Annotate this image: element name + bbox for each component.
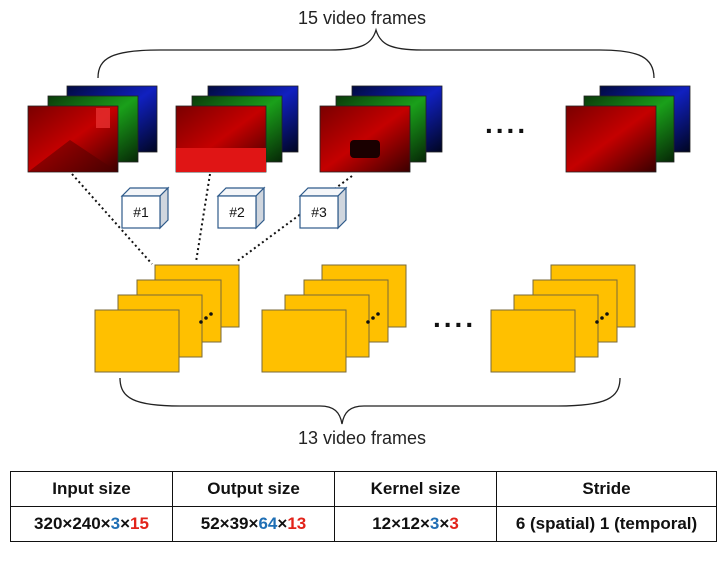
input-ellipsis: .... — [485, 108, 529, 139]
stack-ellipsis — [595, 312, 609, 324]
header-kernel-size: Kernel size — [334, 471, 497, 507]
feature-map-stack-1 — [94, 264, 240, 373]
kernel-cube-2: #2 — [216, 186, 266, 230]
feature-map-stack-last — [490, 264, 636, 373]
feature-map — [261, 309, 347, 373]
stack-ellipsis — [366, 312, 380, 324]
input-frame-stack-2 — [175, 85, 299, 173]
table-header-row: Input size Output size Kernel size Strid… — [10, 471, 717, 507]
header-output-size: Output size — [172, 471, 335, 507]
header-input-size: Input size — [10, 471, 173, 507]
cell-stride: 6 (spatial) 1 (temporal) — [496, 506, 717, 542]
kernel-label-3: #3 — [311, 204, 327, 220]
header-stride: Stride — [496, 471, 717, 507]
output-ellipsis: .... — [433, 302, 477, 333]
feature-map — [94, 309, 180, 373]
table-row: 320×240×3×15 52×39×64×13 12×12×3×3 6 (sp… — [10, 506, 717, 542]
kernel-cube-3: #3 — [298, 186, 348, 230]
cnn-diagram: #1 #2 #3 — [27, 27, 691, 425]
output-frames-brace — [119, 377, 621, 425]
input-frame-stack-last — [565, 85, 691, 173]
red-channel-frame — [319, 105, 411, 173]
red-channel-frame — [565, 105, 657, 173]
cell-output-size: 52×39×64×13 — [172, 506, 335, 542]
kernel-connectors — [71, 173, 353, 265]
kernel-label-1: #1 — [133, 204, 149, 220]
feature-map-stack-2 — [261, 264, 407, 373]
parameter-table: Input size Output size Kernel size Strid… — [10, 471, 717, 542]
feature-map — [490, 309, 576, 373]
cell-input-size: 320×240×3×15 — [10, 506, 173, 542]
input-frame-stack-3 — [319, 85, 443, 173]
input-frames-brace — [97, 27, 655, 79]
kernel-label-2: #2 — [229, 204, 245, 220]
input-frame-stack-1 — [27, 85, 158, 173]
input-frames-label: 15 video frames — [297, 8, 427, 28]
stack-ellipsis — [199, 312, 213, 324]
cell-kernel-size: 12×12×3×3 — [334, 506, 497, 542]
kernel-cube-1: #1 — [120, 186, 170, 230]
output-frames-label: 13 video frames — [297, 428, 427, 448]
